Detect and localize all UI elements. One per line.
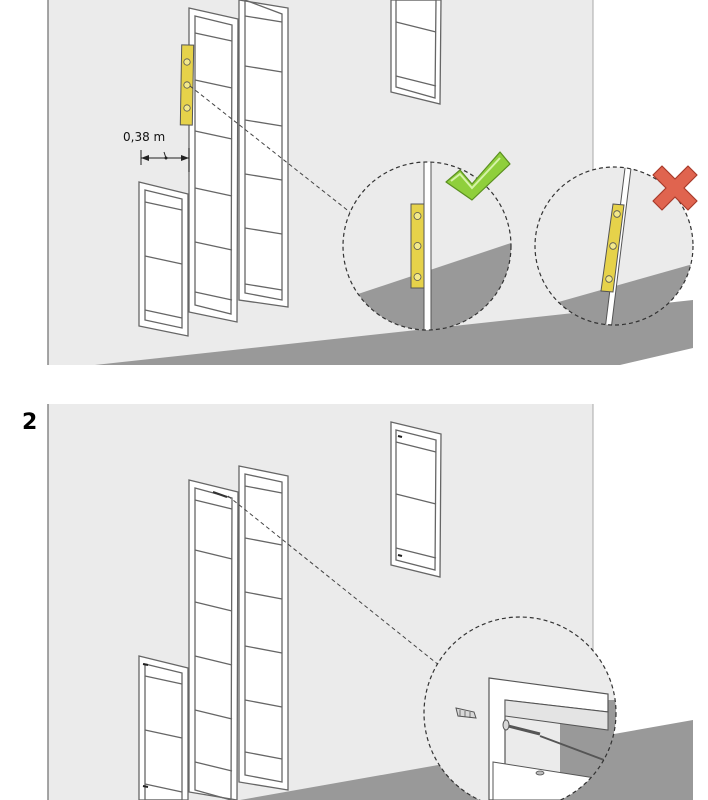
distance-dimension: 0,38 m <box>123 130 190 172</box>
step-number: 2 <box>22 410 38 435</box>
window-frame-top <box>390 0 442 105</box>
screw-icon <box>507 724 541 736</box>
check-mark-icon <box>445 151 511 201</box>
panel-step-1: 0,38 m <box>47 0 698 365</box>
frame-a <box>188 7 239 323</box>
screwdriver-icon <box>539 735 605 761</box>
panel-step-2 <box>47 404 693 800</box>
frame-a-2 <box>188 479 239 800</box>
frame-short-1 <box>138 181 189 337</box>
wall-plug-icon <box>455 707 477 719</box>
frame-short-2 <box>138 655 189 800</box>
distance-label: 0,38 m <box>123 130 165 144</box>
frame-b <box>238 0 289 308</box>
window-frame-2 <box>390 421 442 578</box>
wall-1 <box>48 0 593 365</box>
spirit-level-small <box>179 44 195 126</box>
floor-1 <box>95 300 693 365</box>
cross-mark-icon <box>652 165 698 211</box>
frame-b-2 <box>238 465 289 791</box>
